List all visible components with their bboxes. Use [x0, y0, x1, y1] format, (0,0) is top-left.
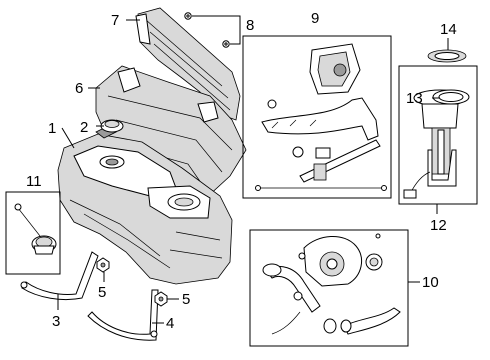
lock-ring [432, 89, 470, 105]
tank-strap-left [20, 251, 99, 301]
callout-4: 4 [166, 315, 174, 332]
hose-assembly-box [242, 35, 392, 199]
o-ring-seal [427, 49, 467, 63]
tank-cap [100, 119, 124, 133]
callout-6: 6 [75, 80, 83, 97]
filler-housing-lower [303, 235, 363, 287]
fuel-pump-module-box [398, 65, 478, 205]
callout-10: 10 [422, 274, 439, 291]
callout-14: 14 [440, 21, 457, 38]
callout-3: 3 [52, 313, 60, 330]
callout-11: 11 [26, 173, 42, 190]
callout-2: 2 [80, 119, 88, 136]
filler-neck-box [249, 229, 409, 347]
callout-5-left: 5 [98, 284, 106, 301]
clip-8-upper [184, 12, 192, 20]
callout-1: 1 [48, 120, 56, 137]
clip-8-lower [222, 40, 230, 48]
nut-5-right [154, 291, 168, 307]
callout-13: 13 [406, 90, 423, 107]
callout-5-right: 5 [182, 291, 190, 308]
upper-heat-shield [135, 7, 241, 121]
callout-8: 8 [246, 17, 254, 34]
filler-housing [309, 43, 361, 95]
leader-lines [57, 15, 449, 324]
callout-12: 12 [430, 217, 447, 234]
filler-cap-box [5, 191, 61, 275]
callout-numbers: 1 2 3 4 5 5 6 7 8 9 10 11 12 13 14 [26, 10, 457, 332]
callout-9: 9 [311, 10, 319, 27]
filler-hose-lower [293, 233, 401, 335]
drain-tube [255, 185, 387, 191]
filler-cap [14, 203, 57, 255]
filler-hose [261, 97, 379, 141]
nut-5-left [96, 257, 110, 273]
tank-strap-right [87, 289, 159, 341]
callout-7: 7 [111, 12, 119, 29]
fuel-tank [57, 125, 233, 285]
vent-lines [267, 99, 381, 183]
filler-neck [262, 263, 321, 335]
